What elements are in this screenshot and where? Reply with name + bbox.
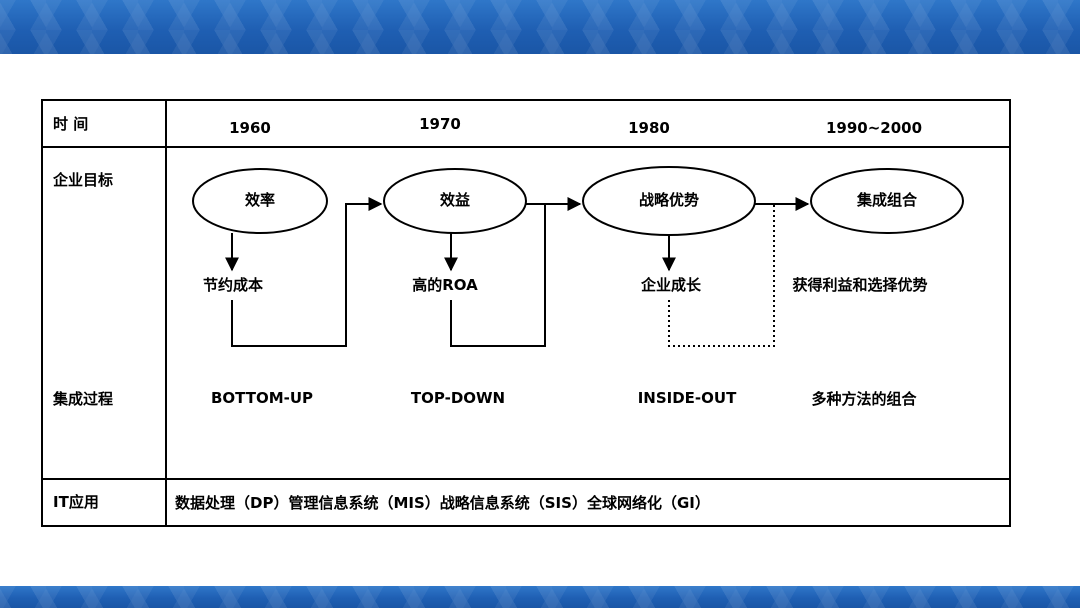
it-applications-text: 数据处理（DP）管理信息系统（MIS）战略信息系统（SIS）全球网络化（GI） (175, 494, 710, 512)
outcome-high-roa: 高的ROA (412, 276, 478, 294)
goal-ellipse-integration (810, 168, 964, 234)
year-1970: 1970 (419, 115, 461, 133)
outcome-growth: 企业成长 (640, 276, 702, 294)
bottom-banner (0, 586, 1080, 608)
dotted-connector-3-to-4 (668, 204, 775, 347)
year-1990-2000: 1990~2000 (825, 119, 923, 137)
process-inside-out: INSIDE-OUT (637, 389, 737, 407)
goal-efficiency: 效率 (244, 191, 276, 209)
outcome-benefit-advantage: 获得利益和选择优势 (792, 276, 928, 294)
year-1960: 1960 (229, 119, 271, 137)
connector-1-to-2 (231, 197, 383, 347)
row-label-time: 时 间 (53, 115, 89, 133)
goal-integration: 集成组合 (856, 191, 918, 209)
year-1980: 1980 (628, 119, 670, 137)
process-bottom-up: BOTTOM-UP (210, 389, 314, 407)
row-label-process: 集成过程 (53, 390, 114, 408)
process-combination: 多种方法的组合 (811, 390, 917, 408)
row-label-goal: 企业目标 (53, 171, 114, 189)
goal-strategic: 战略优势 (638, 191, 700, 209)
process-top-down: TOP-DOWN (410, 389, 506, 407)
table-frame (41, 99, 1011, 527)
goal-benefit: 效益 (439, 191, 471, 209)
row-label-it: IT应用 (53, 493, 99, 511)
goal-ellipse-efficiency (192, 168, 328, 234)
top-banner (0, 0, 1080, 54)
outcome-cost-saving: 节约成本 (202, 276, 264, 294)
goal-ellipse-benefit (383, 168, 527, 234)
